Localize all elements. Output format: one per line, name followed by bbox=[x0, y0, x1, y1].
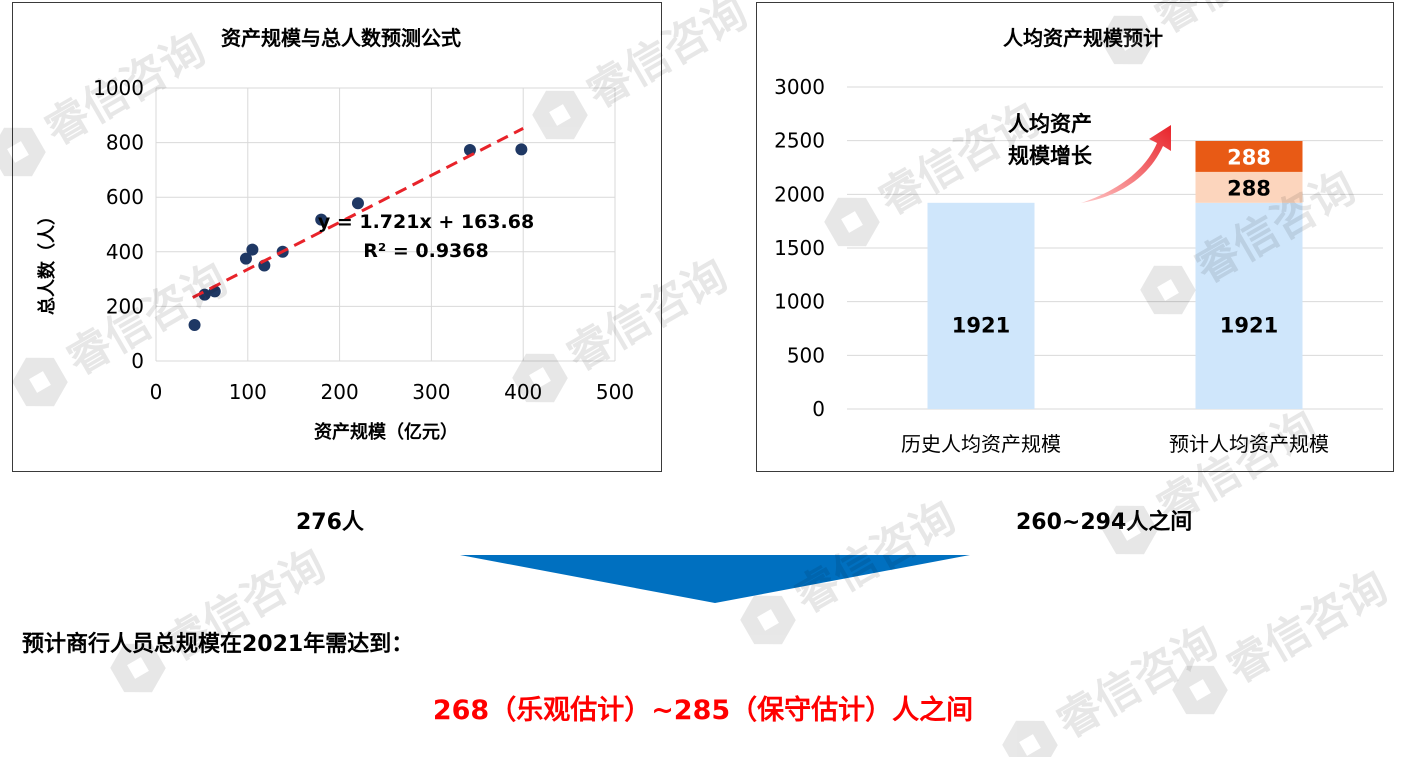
bar-y-tick: 2500 bbox=[774, 129, 825, 153]
bar-stack bbox=[927, 140, 1303, 409]
bar-category-label: 预计人均资产规模 bbox=[1169, 432, 1329, 456]
scatter-x-tick: 100 bbox=[229, 380, 267, 404]
growth-annotation: 人均资产 规模增长 bbox=[1008, 112, 1171, 203]
right-summary: 260~294人之间 bbox=[1016, 510, 1193, 535]
scatter-x-tick: 500 bbox=[596, 380, 634, 404]
left-summary: 276人 bbox=[296, 510, 364, 535]
scatter-y-tick: 600 bbox=[106, 185, 144, 209]
scatter-x-axis-label: 资产规模（亿元） bbox=[314, 421, 458, 443]
bar-segment bbox=[1195, 202, 1303, 409]
watermark-text: 睿信咨询 bbox=[1218, 561, 1396, 693]
scatter-chart: 资产规模与总人数预测公式 0 200 400 600 800 1000 0 100 200 300… bbox=[36, 26, 634, 443]
scatter-point bbox=[351, 197, 364, 210]
bar-category-labels: 历史人均资产规模 预计人均资产规模 bbox=[901, 432, 1329, 456]
scatter-y-axis-label: 总人数（人） bbox=[36, 207, 58, 315]
trendline bbox=[192, 127, 524, 299]
scatter-points bbox=[188, 143, 528, 331]
conclusion-title: 预计商行人员总规模在2021年需达到： bbox=[22, 632, 414, 657]
growth-annotation-line-1: 人均资产 bbox=[1008, 112, 1092, 136]
scatter-point bbox=[315, 213, 328, 226]
bar-y-tick: 0 bbox=[812, 397, 825, 421]
scatter-point bbox=[246, 243, 259, 256]
scatter-gridlines bbox=[155, 87, 616, 362]
watermark: 睿信咨询 bbox=[1002, 616, 1226, 757]
bar-chart-title: 人均资产规模预计 bbox=[1003, 26, 1163, 50]
scatter-point bbox=[239, 252, 252, 265]
bar-y-tick: 1500 bbox=[774, 236, 825, 260]
scatter-point bbox=[188, 318, 201, 331]
down-arrow-icon bbox=[460, 555, 970, 603]
bar-y-tick: 3000 bbox=[774, 75, 825, 99]
scatter-chart-panel: 资产规模与总人数预测公式 0 200 400 600 800 1000 0 100 200 300… bbox=[12, 2, 662, 472]
bar-data-label: 288 bbox=[1227, 176, 1271, 200]
bar-segment bbox=[927, 202, 1035, 409]
bar-data-label: 288 bbox=[1227, 145, 1271, 169]
bar-data-label: 1921 bbox=[1220, 313, 1278, 337]
watermark-logo-hole bbox=[127, 657, 149, 679]
scatter-x-tick: 200 bbox=[321, 380, 359, 404]
scatter-point bbox=[515, 143, 528, 156]
bar-category-label: 历史人均资产规模 bbox=[901, 432, 1061, 456]
scatter-y-tick: 0 bbox=[131, 349, 144, 373]
scatter-tick-labels: 0 200 400 600 800 1000 0 100 200 300 400 500 bbox=[93, 76, 634, 404]
scatter-chart-title: 资产规模与总人数预测公式 bbox=[221, 26, 461, 50]
bar-tick-labels: 0 500 1000 1500 2000 2500 3000 bbox=[774, 75, 825, 421]
bar-gridlines bbox=[847, 86, 1383, 410]
bar-segment bbox=[1195, 140, 1303, 172]
scatter-y-tick: 200 bbox=[106, 294, 144, 318]
scatter-x-tick: 400 bbox=[504, 380, 542, 404]
bar-y-tick: 2000 bbox=[774, 182, 825, 206]
scatter-x-tick: 0 bbox=[150, 380, 163, 404]
growth-arrow-icon bbox=[1081, 125, 1171, 203]
growth-annotation-line-2: 规模增长 bbox=[1008, 144, 1093, 168]
bar-y-tick: 1000 bbox=[774, 290, 825, 314]
trendline-r-squared: R² = 0.9368 bbox=[363, 240, 488, 262]
scatter-x-tick: 300 bbox=[412, 380, 450, 404]
scatter-y-tick: 400 bbox=[106, 240, 144, 264]
trendline-equation: y = 1.721x + 163.68 bbox=[318, 211, 534, 233]
conclusion-result: 268（乐观估计）~285（保守估计）人之间 bbox=[432, 695, 974, 726]
bar-segment bbox=[1195, 171, 1303, 203]
watermark-logo-hole bbox=[757, 609, 779, 631]
bar-y-tick: 500 bbox=[787, 343, 825, 367]
watermark-logo-hole bbox=[1019, 734, 1041, 756]
scatter-y-tick: 1000 bbox=[93, 76, 144, 100]
bar-data-label: 1921 bbox=[952, 313, 1010, 337]
watermark-text: 睿信咨询 bbox=[1048, 616, 1226, 748]
watermark: 睿信咨询 bbox=[110, 539, 334, 693]
scatter-y-tick: 800 bbox=[106, 131, 144, 155]
bar-data-labels: 1921 1921 288 288 bbox=[952, 145, 1278, 337]
